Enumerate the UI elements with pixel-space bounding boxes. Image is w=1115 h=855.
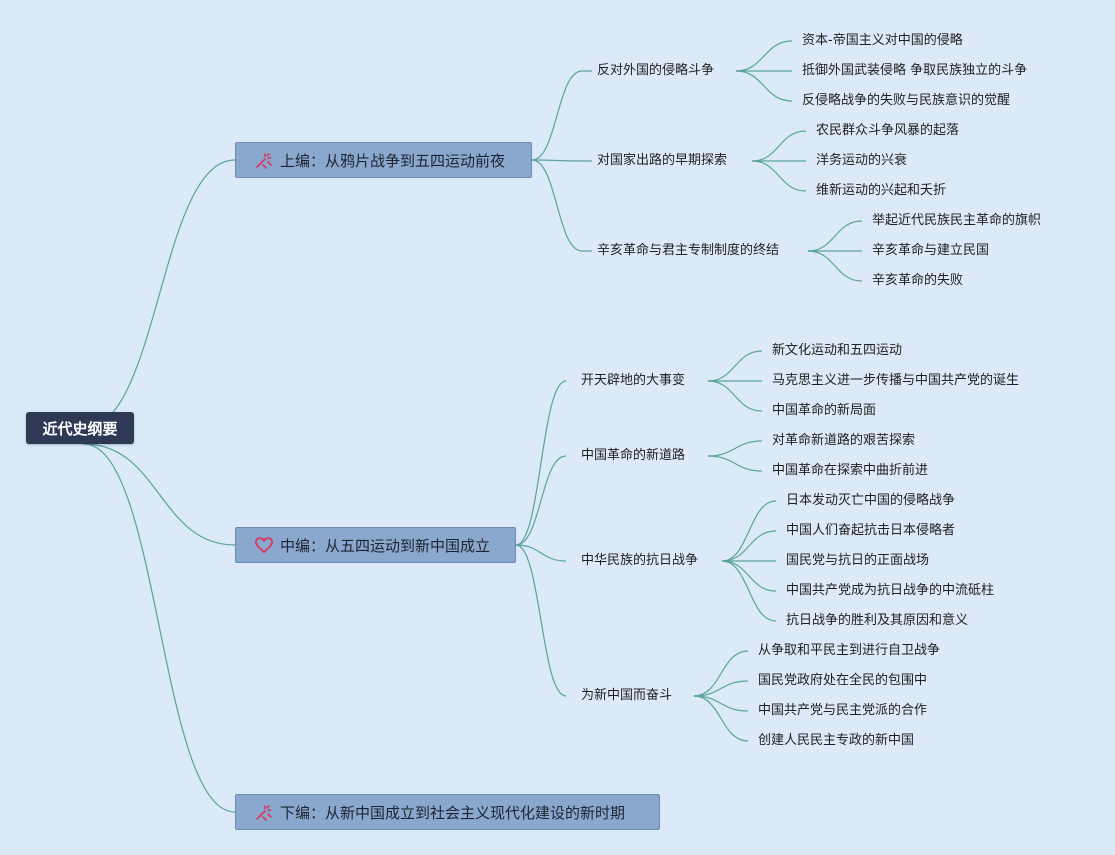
branch-node-middle[interactable]: 中编：从五四运动到新中国成立: [235, 527, 516, 563]
connector-line: [735, 70, 793, 102]
leaf-node[interactable]: 国民党与抗日的正面战场: [786, 553, 930, 568]
connector-line: [515, 544, 567, 697]
fireworks-icon: [254, 150, 276, 170]
connector-line: [83, 159, 236, 429]
leaf-node[interactable]: 维新运动的兴起和夭折: [816, 183, 947, 198]
branch-node-lower[interactable]: 下编：从新中国成立到社会主义现代化建设的新时期: [235, 794, 660, 830]
leaf-node[interactable]: 抵御外国武装侵略 争取民族独立的斗争: [802, 63, 1028, 78]
leaf-node[interactable]: 举起近代民族民主革命的旗帜: [872, 213, 1042, 228]
connector-line: [693, 695, 749, 742]
leaf-node[interactable]: 新文化运动和五四运动: [772, 343, 903, 358]
leaf-node[interactable]: 农民群众斗争风暴的起落: [816, 123, 960, 138]
connector-line: [515, 544, 567, 562]
connector-line: [807, 220, 863, 252]
connector-line: [807, 250, 863, 282]
subtopic-node[interactable]: 反对外国的侵略斗争: [597, 63, 715, 78]
leaf-node[interactable]: 创建人民民主专政的新中国: [758, 733, 915, 748]
connector-line: [693, 680, 749, 697]
connector-line: [721, 560, 777, 622]
leaf-node[interactable]: 中国革命在探索中曲折前进: [772, 463, 929, 478]
connector-line: [515, 380, 567, 546]
connector-line: [721, 500, 777, 562]
subtopic-node[interactable]: 辛亥革命与君主专制制度的终结: [597, 243, 780, 258]
branch-label: 下编：从新中国成立到社会主义现代化建设的新时期: [280, 803, 626, 822]
leaf-node[interactable]: 辛亥革命的失败: [872, 273, 964, 288]
leaf-node[interactable]: 从争取和平民主到进行自卫战争: [758, 643, 941, 658]
branch-node-upper[interactable]: 上编：从鸦片战争到五四运动前夜: [235, 142, 532, 178]
leaf-node[interactable]: 日本发动灭亡中国的侵略战争: [786, 493, 956, 508]
connector-line: [751, 130, 807, 162]
connector-line: [707, 350, 763, 382]
branch-label: 上编：从鸦片战争到五四运动前夜: [280, 151, 506, 170]
subtopic-node[interactable]: 中华民族的抗日战争: [581, 553, 699, 568]
connector-line: [707, 380, 763, 412]
leaf-node[interactable]: 中国共产党成为抗日战争的中流砥柱: [786, 583, 995, 598]
connector-line: [531, 159, 583, 252]
subtopic-node[interactable]: 开天辟地的大事变: [581, 373, 686, 388]
branch-label: 中编：从五四运动到新中国成立: [280, 536, 491, 555]
leaf-node[interactable]: 中国人们奋起抗击日本侵略者: [786, 523, 956, 538]
leaf-node[interactable]: 抗日战争的胜利及其原因和意义: [786, 613, 969, 628]
leaf-node[interactable]: 中国共产党与民主党派的合作: [758, 703, 928, 718]
connector-line: [693, 650, 749, 697]
leaf-node[interactable]: 中国革命的新局面: [772, 403, 877, 418]
leaf-node[interactable]: 反侵略战争的失败与民族意识的觉醒: [802, 93, 1011, 108]
connector-line: [531, 159, 583, 162]
heart-icon: [254, 535, 276, 555]
connector-line: [721, 560, 777, 592]
leaf-node[interactable]: 国民党政府处在全民的包围中: [758, 673, 928, 688]
leaf-node[interactable]: 洋务运动的兴衰: [816, 153, 908, 168]
connector-line: [707, 455, 763, 472]
connector-line: [83, 443, 236, 813]
root-node[interactable]: 近代史纲要: [26, 412, 134, 444]
leaf-node[interactable]: 对革命新道路的艰苦探索: [772, 433, 916, 448]
subtopic-node[interactable]: 为新中国而奋斗: [581, 688, 673, 703]
leaf-node[interactable]: 辛亥革命与建立民国: [872, 243, 990, 258]
connector-line: [751, 160, 807, 192]
connector-line: [693, 695, 749, 712]
subtopic-node[interactable]: 对国家出路的早期探索: [597, 153, 728, 168]
fireworks-icon: [254, 802, 276, 822]
connector-line: [531, 70, 583, 161]
leaf-node[interactable]: 资本-帝国主义对中国的侵略: [802, 33, 963, 48]
connector-line: [735, 40, 793, 72]
connector-line: [515, 455, 567, 546]
subtopic-node[interactable]: 中国革命的新道路: [581, 448, 686, 463]
connector-line: [721, 530, 777, 562]
connector-line: [83, 443, 236, 546]
leaf-node[interactable]: 马克思主义进一步传播与中国共产党的诞生: [772, 373, 1020, 388]
connector-line: [707, 440, 763, 457]
root-label: 近代史纲要: [42, 419, 118, 438]
